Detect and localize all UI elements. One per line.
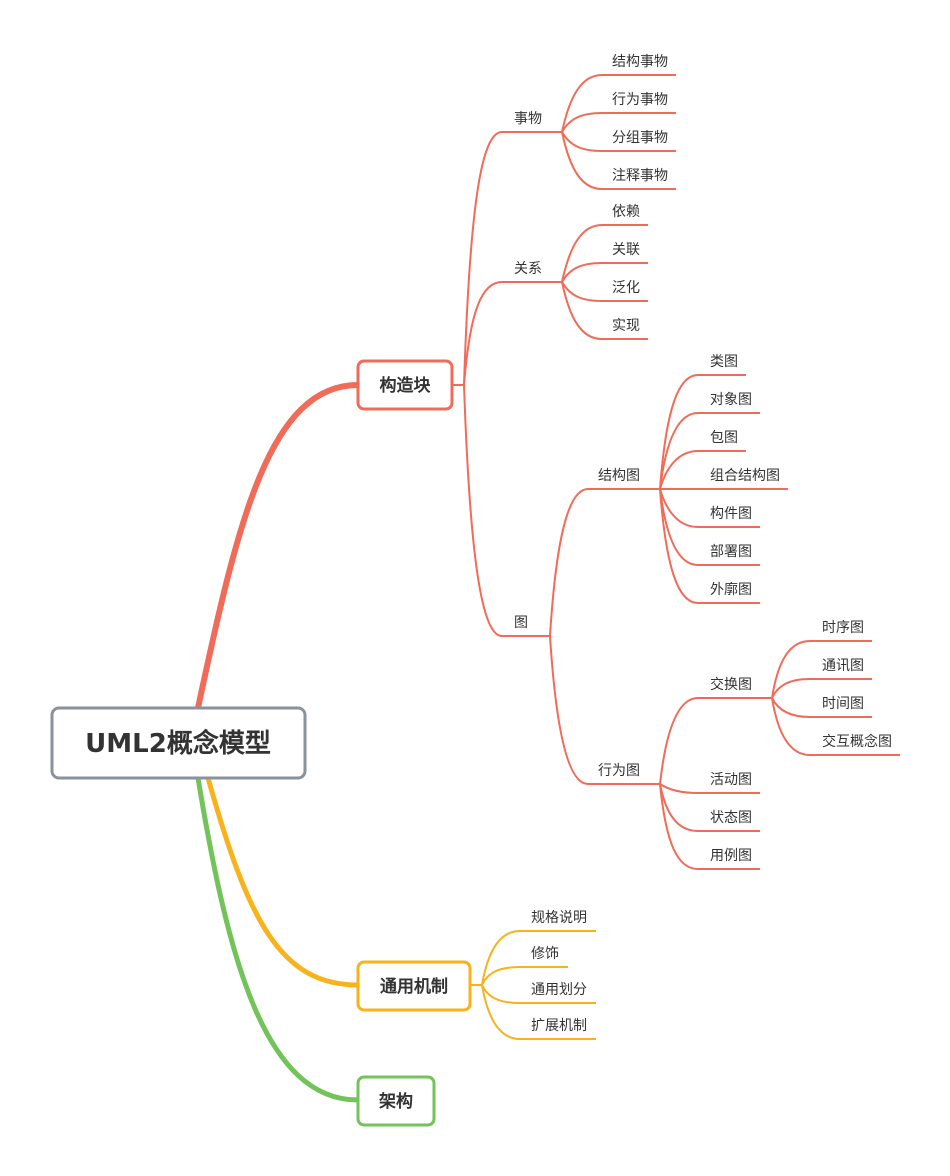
structure-diagrams-label[interactable]: 结构图 <box>598 468 640 484</box>
architecture-label: 架构 <box>379 1091 413 1112</box>
relations-item[interactable]: 依赖 <box>612 204 640 220</box>
connector-structure-3 <box>659 450 746 490</box>
connector-common-2 <box>481 966 568 986</box>
common-label: 通用机制 <box>380 976 448 997</box>
common-item[interactable]: 规格说明 <box>531 910 587 926</box>
connector-root-construct <box>195 382 359 709</box>
construct-node[interactable] <box>356 359 454 411</box>
connector-common-3 <box>481 984 596 1004</box>
interaction-item[interactable]: 交互概念图 <box>822 733 892 750</box>
structure-item[interactable]: 构件图 <box>710 506 752 522</box>
connector-things-4 <box>561 131 676 190</box>
connector-diagrams-behavior <box>549 635 660 785</box>
construct-label: 构造块 <box>380 375 432 396</box>
interaction-diagrams-label[interactable]: 交换图 <box>710 676 752 693</box>
interaction-item[interactable]: 时序图 <box>822 620 864 636</box>
common-node[interactable] <box>356 960 472 1012</box>
things-label[interactable]: 事物 <box>514 111 542 127</box>
relations-item[interactable]: 实现 <box>612 318 640 334</box>
connector-interaction-1 <box>771 640 872 699</box>
root-node[interactable] <box>50 706 307 780</box>
structure-item[interactable]: 部署图 <box>710 544 752 560</box>
connector-behavior-interaction <box>659 697 772 785</box>
connector-construct-relations <box>463 281 562 386</box>
behavior-diagrams-label[interactable]: 行为图 <box>598 763 640 779</box>
things-item[interactable]: 结构事物 <box>612 54 668 70</box>
connector-structure-5 <box>659 488 760 528</box>
connector-structure-2 <box>659 412 760 490</box>
connector-common-1 <box>481 930 596 986</box>
common-item[interactable]: 通用划分 <box>531 982 587 998</box>
structure-item[interactable]: 包图 <box>710 430 738 446</box>
connector-relations-2 <box>561 262 648 283</box>
common-item[interactable]: 扩展机制 <box>531 1018 587 1034</box>
connector-interaction-4 <box>771 697 900 756</box>
connector-things-2 <box>561 112 676 133</box>
relations-item[interactable]: 泛化 <box>612 280 640 296</box>
diagrams-label[interactable]: 图 <box>514 615 528 631</box>
connector-common-4 <box>481 984 596 1040</box>
behavior-item[interactable]: 状态图 <box>710 810 752 826</box>
connector-root-architecture <box>195 777 359 1103</box>
behavior-item[interactable]: 用例图 <box>710 848 752 864</box>
connector-structure-7 <box>659 488 760 604</box>
connector-root-common <box>205 777 359 988</box>
relations-label[interactable]: 关系 <box>514 261 542 277</box>
relations-item[interactable]: 关联 <box>612 242 640 258</box>
things-item[interactable]: 注释事物 <box>612 168 668 184</box>
things-item[interactable]: 行为事物 <box>612 92 668 108</box>
connector-interaction-3 <box>771 697 872 718</box>
behavior-item[interactable]: 活动图 <box>710 772 752 788</box>
structure-item[interactable]: 对象图 <box>710 392 752 408</box>
structure-item[interactable]: 外廓图 <box>710 581 752 598</box>
connector-relations-3 <box>561 281 648 302</box>
connector-behavior-3 <box>659 783 760 870</box>
interaction-item[interactable]: 通讯图 <box>822 658 864 674</box>
connector-behavior-1 <box>659 783 760 794</box>
connector-relations-4 <box>561 281 648 340</box>
connector-construct-things <box>463 131 562 386</box>
connector-interaction-2 <box>771 678 872 699</box>
interaction-item[interactable]: 时间图 <box>822 696 864 712</box>
connector-things-3 <box>561 131 676 152</box>
connector-relations-1 <box>561 224 648 283</box>
root-label: UML2概念模型 <box>85 728 271 759</box>
structure-item[interactable]: 类图 <box>710 354 738 370</box>
common-item[interactable]: 修饰 <box>531 946 559 962</box>
connector-behavior-2 <box>659 783 760 832</box>
connector-structure-1 <box>659 374 746 490</box>
connector-diagrams-structure <box>549 488 660 637</box>
structure-item[interactable]: 组合结构图 <box>710 468 780 484</box>
connector-construct-diagrams <box>463 384 550 637</box>
architecture-node[interactable] <box>356 1075 436 1127</box>
things-item[interactable]: 分组事物 <box>612 130 668 146</box>
connector-things-1 <box>561 74 676 133</box>
